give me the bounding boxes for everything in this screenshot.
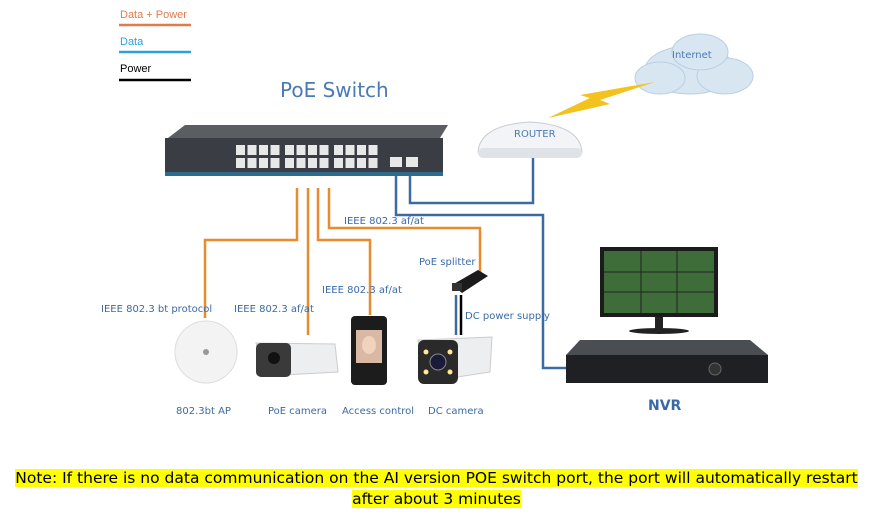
uplink-port xyxy=(406,157,418,167)
label-ieee-af-at-camera: IEEE 802.3 af/at xyxy=(234,304,314,315)
switch-port xyxy=(285,158,294,168)
switch-port xyxy=(368,158,378,168)
legend-data: Data xyxy=(120,36,144,48)
poe-camera-icon xyxy=(255,342,339,377)
switch-port xyxy=(285,145,294,155)
switch-port xyxy=(357,158,366,168)
legend-data-power: Data + Power xyxy=(120,9,187,21)
switch-port xyxy=(368,145,378,155)
lightning-icon xyxy=(548,82,655,118)
nvr-label: NVR xyxy=(648,398,682,414)
poe-splitter-icon xyxy=(452,270,488,293)
switch-port xyxy=(259,158,268,168)
poe-line-ap xyxy=(203,188,299,318)
access-control-icon xyxy=(351,316,387,385)
switch-port xyxy=(334,145,343,155)
device-label-access-control: Access control xyxy=(342,406,415,417)
access-point-icon xyxy=(174,320,238,384)
nvr-icon xyxy=(566,340,768,383)
switch-port xyxy=(270,158,280,168)
switch-port xyxy=(308,145,317,155)
device-label-ap: 802.3bt AP xyxy=(176,406,231,417)
label-ieee-af-at-access: IEEE 802.3 af/at xyxy=(322,285,402,296)
note: Note: If there is no data communication … xyxy=(0,468,873,510)
switch-port xyxy=(357,145,366,155)
switch-port xyxy=(236,145,245,155)
switch-port xyxy=(236,158,245,168)
internet-label: Internet xyxy=(672,50,712,61)
label-dc-power-supply: DC power supply xyxy=(465,311,550,322)
label-ieee-bt: IEEE 802.3 bt protocol xyxy=(101,304,213,315)
monitor-icon xyxy=(600,247,718,334)
switch-port xyxy=(319,145,329,155)
switch-port xyxy=(270,145,280,155)
data-line-router xyxy=(408,158,535,205)
router-icon xyxy=(477,121,583,158)
switch-port xyxy=(247,158,257,168)
label-poe-splitter: PoE splitter xyxy=(419,257,476,268)
page-title: PoE Switch xyxy=(280,78,389,102)
poe-line-splitter xyxy=(327,188,482,273)
switch-port xyxy=(247,145,257,155)
poe-line-access-control xyxy=(316,188,372,315)
switch-port xyxy=(308,158,317,168)
switch-port xyxy=(296,145,306,155)
poe-switch-icon xyxy=(165,125,448,176)
switch-port xyxy=(259,145,268,155)
switch-port xyxy=(345,158,355,168)
switch-port xyxy=(345,145,355,155)
legend-power: Power xyxy=(120,63,152,75)
switch-port xyxy=(296,158,306,168)
switch-port xyxy=(319,158,329,168)
switch-port xyxy=(334,158,343,168)
device-label-poe-camera: PoE camera xyxy=(268,406,328,417)
data-line-nvr xyxy=(394,176,567,370)
device-label-dc-camera: DC camera xyxy=(428,406,484,417)
dc-camera-icon xyxy=(417,336,493,384)
router-label: ROUTER xyxy=(514,129,556,140)
label-ieee-af-at-top: IEEE 802.3 af/at xyxy=(344,216,424,227)
internet-cloud-icon xyxy=(634,33,754,95)
note-text: Note: If there is no data communication … xyxy=(15,469,858,508)
uplink-port xyxy=(390,157,402,167)
